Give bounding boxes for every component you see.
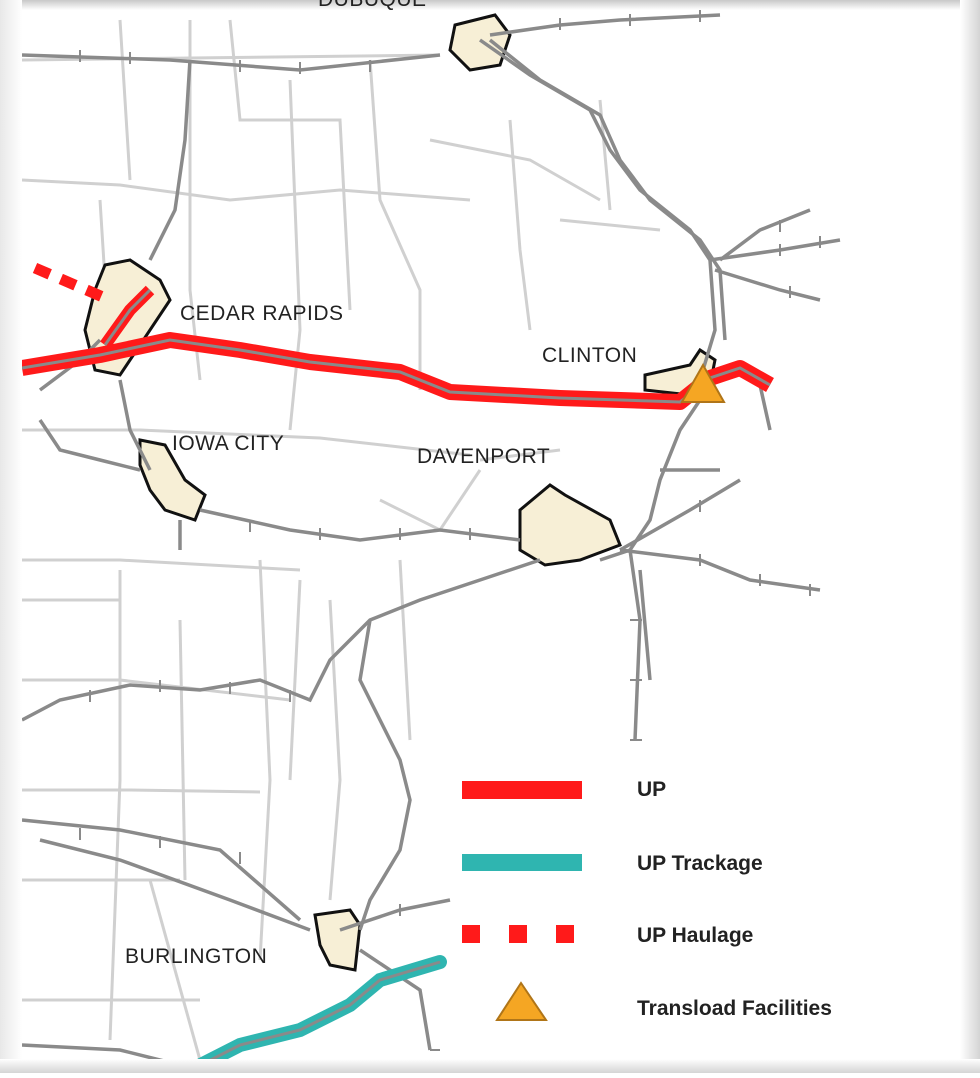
frame-shadow-left — [0, 0, 22, 1073]
frame-shadow-top — [0, 0, 980, 10]
legend-label-up: UP — [637, 778, 667, 801]
rail-tick-marks — [79, 10, 821, 1051]
legend-trackage-swatch — [462, 854, 582, 871]
city-label-dubuque: DUBUQUE — [318, 0, 427, 12]
other-rail-lines — [21, 13, 841, 1067]
legend-label-up-haulage: UP Haulage — [637, 924, 754, 947]
up-trackage-line — [178, 955, 447, 1078]
city-label-davenport: DAVENPORT — [417, 445, 551, 468]
legend-label-transload: Transload Facilities — [637, 997, 832, 1020]
legend-symbols — [462, 781, 582, 1021]
legend-transload-swatch — [495, 981, 548, 1021]
city-label-clinton: CLINTON — [542, 344, 638, 367]
legend-label-up-trackage: UP Trackage — [637, 852, 763, 875]
up-mainline — [20, 285, 774, 410]
frame-shadow-right — [960, 0, 980, 1073]
city-label-burlington: BURLINGTON — [125, 945, 268, 968]
transload-facility-icon — [680, 362, 726, 403]
frame-shadow-bottom — [0, 1059, 980, 1073]
legend-haulage-swatch — [462, 925, 574, 943]
city-label-iowa-city: IOWA CITY — [172, 432, 285, 455]
city-label-cedar-rapids: CEDAR RAPIDS — [180, 302, 344, 325]
legend-up-swatch — [462, 781, 582, 799]
up-haulage-line — [32, 262, 113, 306]
